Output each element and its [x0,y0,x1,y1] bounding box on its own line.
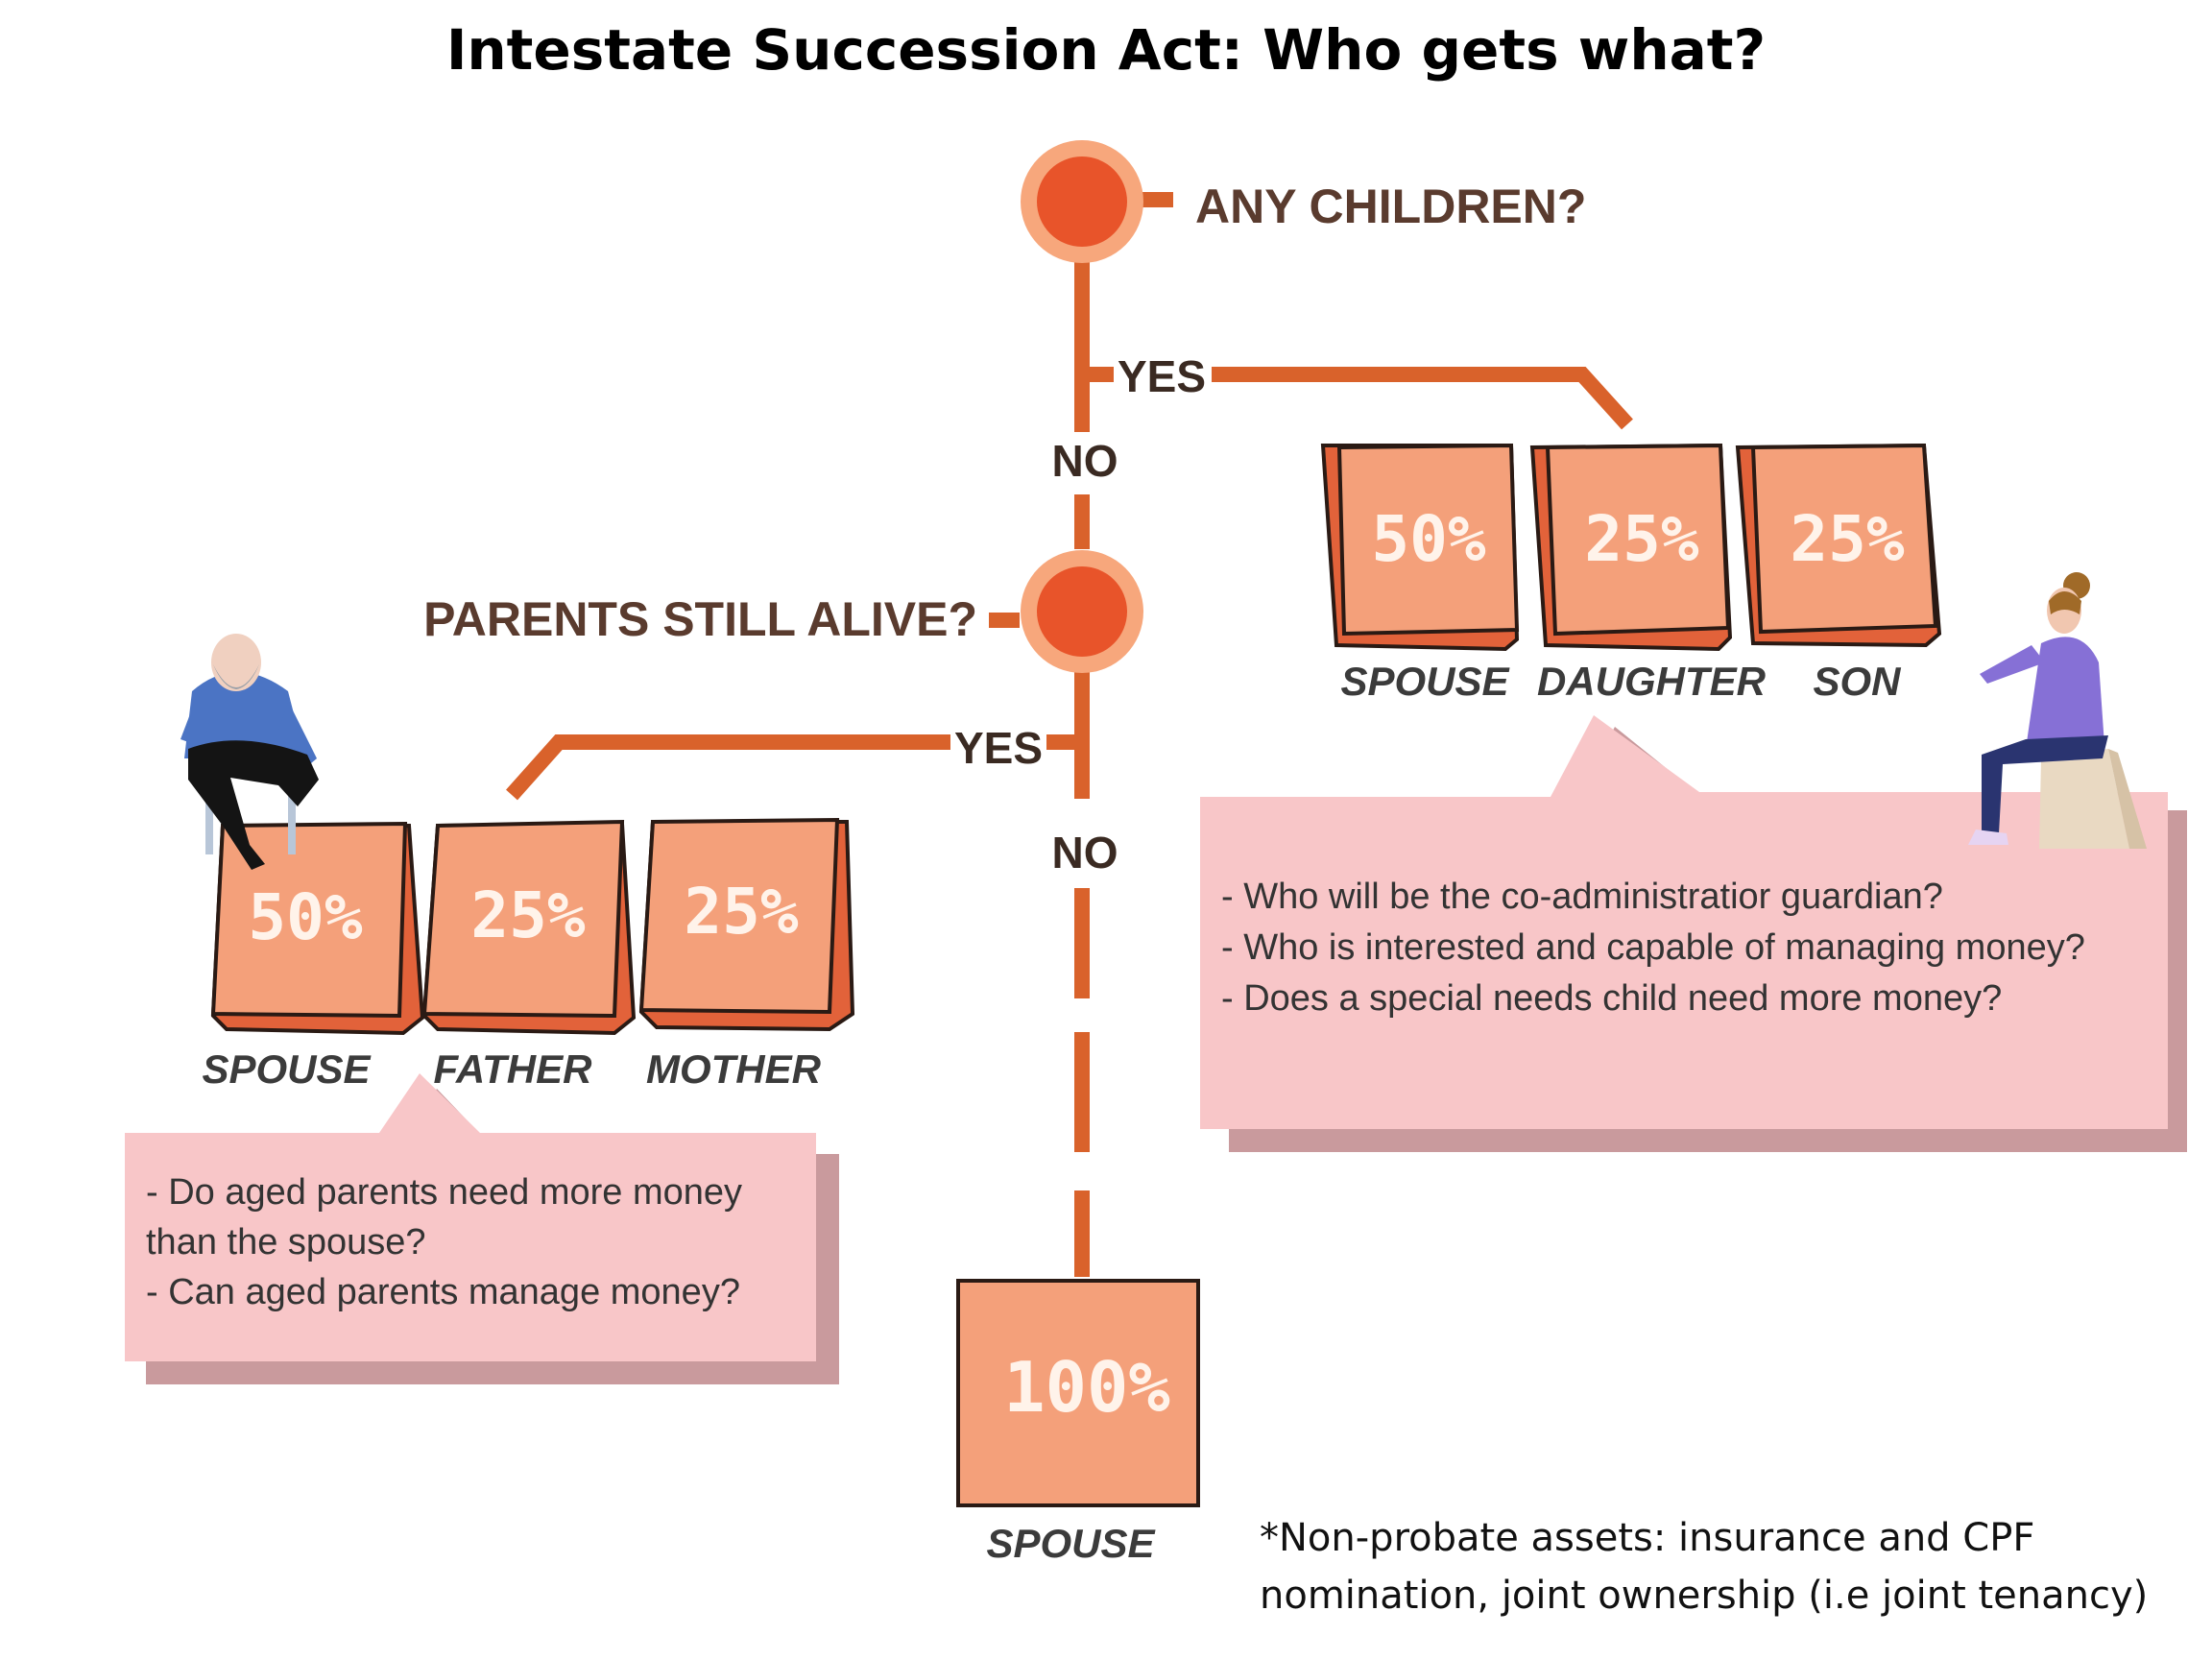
seated-woman-illustration [1968,572,2147,849]
share-box-children-son: 25% SON [1735,443,1942,704]
answer-parents-no: NO [1052,828,1118,878]
yes-branch-children [1212,367,1633,430]
stool [2039,749,2129,849]
share-recipient: DAUGHTER [1537,659,1767,704]
note-line: - Who is interested and capable of manag… [1221,927,2085,968]
note-body [1200,715,2168,1129]
answer-children-yes: YES [1118,351,1206,401]
node-parents-alive [1021,550,1143,673]
share-percent: 50% [1371,502,1485,576]
page-title: Intestate Succession Act: Who gets what? [445,17,1767,83]
man-arm [278,701,317,768]
man-beard [213,664,259,689]
chair-leg [288,787,296,854]
share-box-parents-spouse: 50% SPOUSE [202,821,425,1092]
share-percent: 25% [1584,502,1698,576]
share-percent: 25% [1790,502,1904,576]
node-any-children [1021,140,1143,263]
footnote-line: *Non-probate assets: insurance and CPF [1260,1516,2035,1560]
yes-branch-parents [506,734,950,801]
share-recipient: MOTHER [646,1046,822,1092]
note-line: - Who will be the co-administratior guar… [1221,877,1943,917]
share-recipient: SPOUSE [1340,659,1510,704]
chair-leg [205,787,213,854]
woman-shoe [1968,830,2008,845]
share-recipient: SON [1813,659,1902,704]
box-face [1750,443,1938,635]
stool-side [2108,749,2147,849]
share-box-children-daughter: 25% DAUGHTER [1529,443,1767,704]
woman-legs [1982,735,2108,835]
man-legs [188,740,319,870]
share-recipient: SPOUSE [986,1521,1156,1566]
question-children-label: ANY CHILDREN? [1195,180,1586,233]
note-line: than the spouse? [146,1222,426,1262]
share-percent: 50% [248,880,362,954]
woman-arm [1980,645,2045,684]
man-head [211,634,261,691]
share-box-parents-father: 25% FATHER [421,819,637,1092]
footnote: *Non-probate assets: insurance and CPF n… [1260,1509,2181,1624]
note-body [125,1073,816,1361]
question-parents-label: PARENTS STILL ALIVE? [423,592,977,646]
box-face [1545,443,1731,637]
answer-children-no: NO [1052,436,1118,486]
share-percent: 25% [684,875,798,949]
share-recipient: FATHER [434,1046,593,1092]
note-children-case: - Who will be the co-administratior guar… [1200,715,2187,1152]
note-line: - Do aged parents need more money [146,1172,742,1213]
seated-man-illustration [180,634,319,870]
man-arm [180,699,213,747]
answer-parents-yes: YES [954,723,1043,773]
woman-torso [2026,637,2104,749]
man-torso [184,672,305,758]
node-inner-dot [1037,566,1127,657]
box-face [638,817,840,1015]
note-line: - Can aged parents manage money? [146,1272,740,1312]
share-box-parents-mother: 25% MOTHER [638,817,855,1092]
box-face [421,819,625,1019]
share-recipient: SPOUSE [202,1046,372,1092]
woman-hair [2049,591,2081,614]
box-face [1336,443,1520,637]
node-inner-dot [1037,156,1127,247]
share-box-spouse-only: 100% SPOUSE [956,1279,1200,1566]
note-line: - Does a special needs child need more m… [1221,978,2002,1019]
share-percent: 25% [470,878,585,952]
connector-lines [506,192,1633,1277]
box-face [956,1279,1200,1507]
share-percent: 100% [1003,1347,1169,1428]
footnote-line: nomination, joint ownership (i.e joint t… [1260,1574,2149,1618]
note-parents-case: - Do aged parents need more money than t… [125,1073,839,1384]
box-face [210,821,408,1019]
share-box-children-spouse: 50% SPOUSE [1320,443,1520,704]
